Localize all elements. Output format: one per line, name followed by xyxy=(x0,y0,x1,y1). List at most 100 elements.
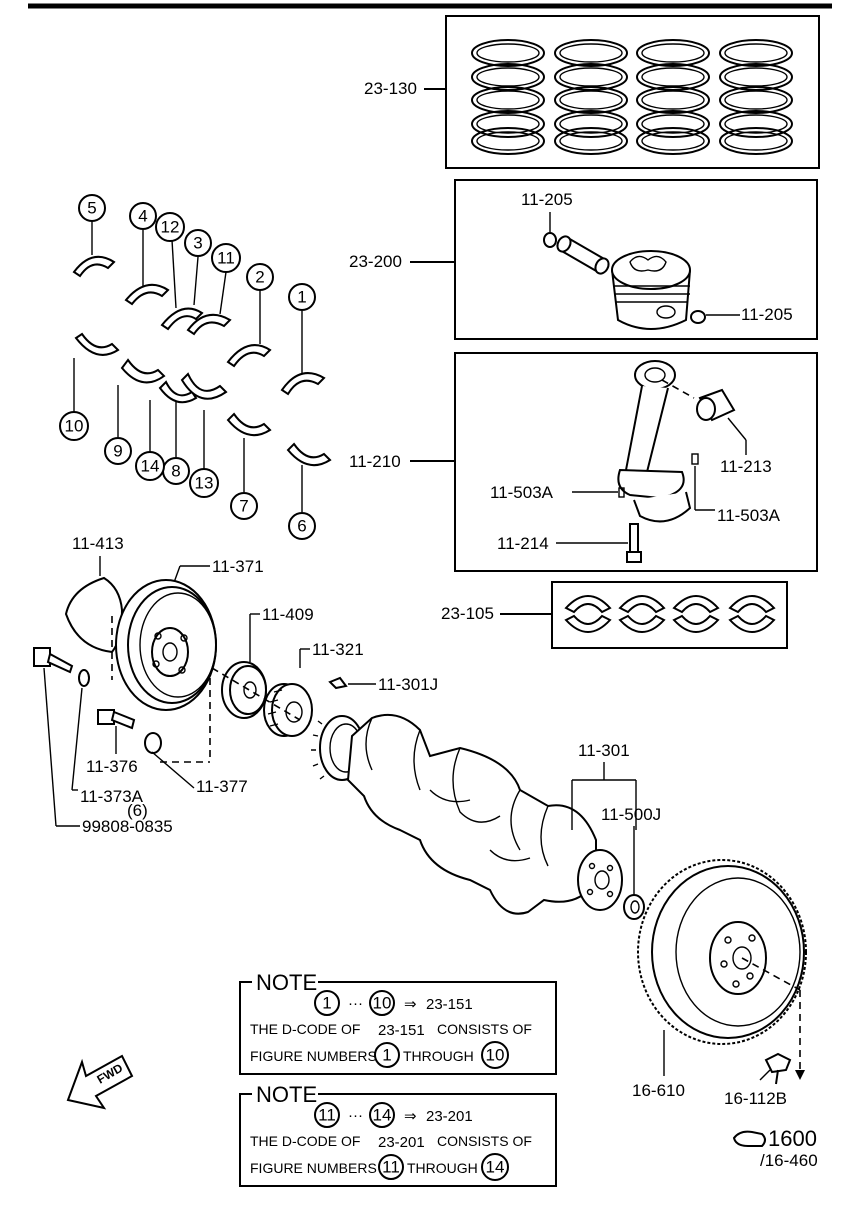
reference-code: /16-460 xyxy=(760,1151,818,1170)
piston-rings-label: 23-130 xyxy=(364,79,417,98)
pulley-bolt-washer xyxy=(78,669,90,687)
main-bearing-shells xyxy=(72,255,332,467)
conrod-bushing-label: 11-213 xyxy=(720,457,772,476)
piston-pin xyxy=(556,235,610,275)
svg-text:2: 2 xyxy=(255,268,264,287)
note-2-line2-b: THROUGH xyxy=(407,1160,478,1176)
label-11-409: 11-409 xyxy=(262,605,314,624)
bearing-number-14: 14 xyxy=(135,451,165,481)
conrod-bearings-group[interactable]: 23-105 xyxy=(441,581,788,649)
note-1-line1-c: CONSISTS OF xyxy=(437,1021,532,1037)
sprocket-washer xyxy=(144,732,162,754)
svg-text:5: 5 xyxy=(87,199,96,218)
note-1-line2-from: 1 xyxy=(382,1046,391,1065)
bearing-number-13: 13 xyxy=(189,468,219,498)
piston-rings-group[interactable]: 23-130 xyxy=(364,15,820,169)
note-1-line2-b: THROUGH xyxy=(403,1048,474,1064)
bearing-number-8: 8 xyxy=(162,457,190,485)
note-1-line2-to: 10 xyxy=(486,1046,505,1065)
note-2-line2-a: FIGURE NUMBERS xyxy=(250,1160,377,1176)
crankshaft-body xyxy=(346,714,597,915)
pulley-bolt xyxy=(33,647,74,674)
note-1-to: 10 xyxy=(373,994,392,1013)
piston-body xyxy=(611,250,691,330)
note-2-line1-a: THE D-CODE OF xyxy=(250,1133,360,1149)
note-box-2: NOTE 11 ··· 14 ⇒ 23-201 THE D-CODE OF 23… xyxy=(239,1082,557,1187)
conrod-bearings-label: 23-105 xyxy=(441,604,494,623)
bearing-number-10: 10 xyxy=(59,411,89,441)
label-11-373A: 11-373A xyxy=(80,787,144,806)
main-bearings-group[interactable]: 1 2 3 4 5 6 7 8 xyxy=(59,194,332,540)
flywheel-bolt xyxy=(764,1052,792,1085)
piston-pin-clip-label-left: 11-205 xyxy=(521,190,573,209)
note-1-target: 23-151 xyxy=(426,996,473,1013)
down-arrow-icon xyxy=(795,1070,805,1080)
conrod-bolt xyxy=(626,523,642,563)
note-2-heading: NOTE xyxy=(256,1082,317,1107)
svg-text:13: 13 xyxy=(195,474,214,493)
note-1-line1-b: 23-151 xyxy=(378,1022,425,1039)
note-1-arrow: ⇒ xyxy=(404,996,417,1013)
note-box-1: NOTE 1 ··· 10 ⇒ 23-151 THE D-CODE OF 23-… xyxy=(239,970,557,1075)
pin-clip-left xyxy=(543,232,557,248)
sprocket-bolt xyxy=(97,709,136,730)
pointing-hand-icon xyxy=(732,1130,766,1147)
svg-text:10: 10 xyxy=(65,417,84,436)
flywheel xyxy=(637,859,807,1045)
piston-group[interactable]: 23-200 11-205 11-205 xyxy=(349,179,818,340)
conrod-bushing xyxy=(696,388,736,422)
crank-pulley xyxy=(115,579,217,711)
note-2-target: 23-201 xyxy=(426,1108,473,1125)
front-parts-group[interactable]: 11-413 11-371 11-409 11-321 xyxy=(33,534,438,836)
svg-text:8: 8 xyxy=(171,462,180,481)
svg-text:6: 6 xyxy=(297,517,306,536)
bearing-shells xyxy=(564,595,776,633)
bearing-number-5: 5 xyxy=(78,194,106,222)
label-11-301J: 11-301J xyxy=(378,675,438,694)
note-1-line1-a: THE D-CODE OF xyxy=(250,1021,360,1037)
piston-label: 23-200 xyxy=(349,252,402,271)
note-2-line1-b: 23-201 xyxy=(378,1134,425,1151)
note-2-to: 14 xyxy=(373,1106,392,1125)
svg-text:12: 12 xyxy=(161,218,180,237)
label-99808-0835: 99808-0835 xyxy=(82,817,173,836)
label-11-377: 11-377 xyxy=(196,777,248,796)
pulley-cover-plate xyxy=(64,576,124,654)
note-1-dots: ··· xyxy=(348,995,363,1012)
crankshaft-group[interactable]: 11-301 xyxy=(311,714,637,915)
fwd-arrow-icon: FWD xyxy=(66,1054,134,1110)
label-11-373A-qty: (6) xyxy=(127,801,148,820)
label-11-376: 11-376 xyxy=(86,757,138,776)
note-1-from: 1 xyxy=(322,994,331,1013)
pilot-bearing-group[interactable]: 11-500J xyxy=(601,805,661,920)
bearing-number-11: 11 xyxy=(211,243,241,273)
page-reference[interactable]: 1600 /16-460 xyxy=(732,1126,818,1170)
conrod-group[interactable]: 11-210 11-213 11-503A 11-503A 11-214 xyxy=(349,352,818,572)
label-11-371: 11-371 xyxy=(212,557,264,576)
conrod-bolt-label: 11-214 xyxy=(497,534,549,553)
oil-jet-right xyxy=(691,453,699,465)
label-11-301: 11-301 xyxy=(578,741,630,760)
flywheel-group[interactable]: 16-610 16-112B xyxy=(632,859,807,1108)
svg-text:4: 4 xyxy=(138,207,147,226)
note-2-dots: ··· xyxy=(348,1107,363,1124)
label-11-321: 11-321 xyxy=(312,640,364,659)
conrod-oil-jet-label-left: 11-503A xyxy=(490,483,554,502)
bearing-number-3: 3 xyxy=(184,229,212,257)
spacer-washer xyxy=(221,661,267,719)
conrod-drawing xyxy=(617,360,695,523)
bearing-number-4: 4 xyxy=(129,202,157,230)
pin-clip-right xyxy=(690,310,706,324)
svg-text:11: 11 xyxy=(217,249,235,268)
conrod-oil-jet-label-right: 11-503A xyxy=(717,506,781,525)
bearing-number-12: 12 xyxy=(155,212,185,242)
svg-text:7: 7 xyxy=(239,497,248,516)
piston-pin-clip-label-right: 11-205 xyxy=(741,305,793,324)
bearing-number-2: 2 xyxy=(246,263,274,291)
note-2-from: 11 xyxy=(318,1106,336,1125)
conrod-label: 11-210 xyxy=(349,452,401,471)
main-bearing-leaders xyxy=(73,221,303,512)
svg-text:9: 9 xyxy=(113,442,122,461)
svg-text:14: 14 xyxy=(141,457,160,476)
